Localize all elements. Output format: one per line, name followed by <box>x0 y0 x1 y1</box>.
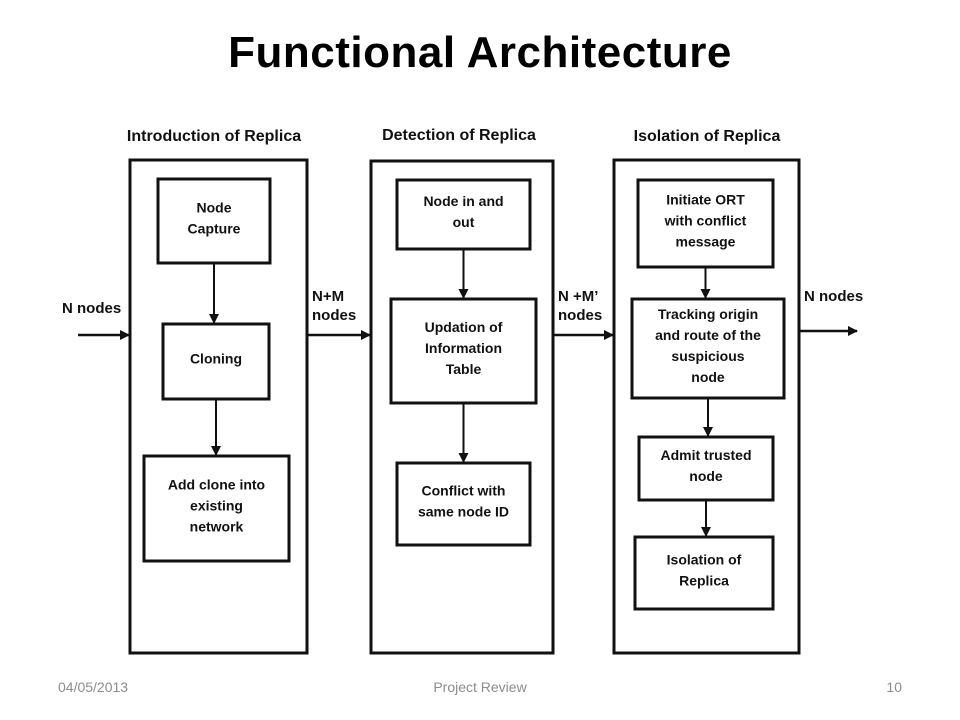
stage-container-1 <box>128 158 309 655</box>
admit-trusted-node-box <box>637 435 775 502</box>
slide-title: Functional Architecture <box>228 28 732 77</box>
footer-title: Project Review <box>433 679 527 695</box>
footer-date: 04/05/2013 <box>58 679 129 695</box>
initiate-ort-box <box>636 178 775 269</box>
add-clone-box <box>142 454 291 563</box>
stage-container-2 <box>369 159 555 655</box>
updation-information-table-box <box>389 297 538 405</box>
footer-page-number: 10 <box>886 679 902 695</box>
cloning-box <box>161 322 271 401</box>
node-in-out-box <box>395 178 532 251</box>
isolation-of-replica-box <box>633 535 775 611</box>
stage-container-3 <box>612 158 801 655</box>
cloning-box-label: Cloning <box>190 351 242 367</box>
node-capture-box <box>156 177 272 265</box>
stage-title-3: Isolation of Replica <box>634 128 781 145</box>
stage-title-2: Detection of Replica <box>382 127 536 144</box>
flow-label-1: N nodes <box>62 300 121 317</box>
tracking-origin-box <box>630 297 786 400</box>
stage-title-1: Introduction of Replica <box>127 128 301 145</box>
flow-label-4: N nodes <box>804 288 863 305</box>
flow-label-3: N +M’nodes <box>558 288 602 324</box>
conflict-same-node-id-box <box>395 461 532 547</box>
